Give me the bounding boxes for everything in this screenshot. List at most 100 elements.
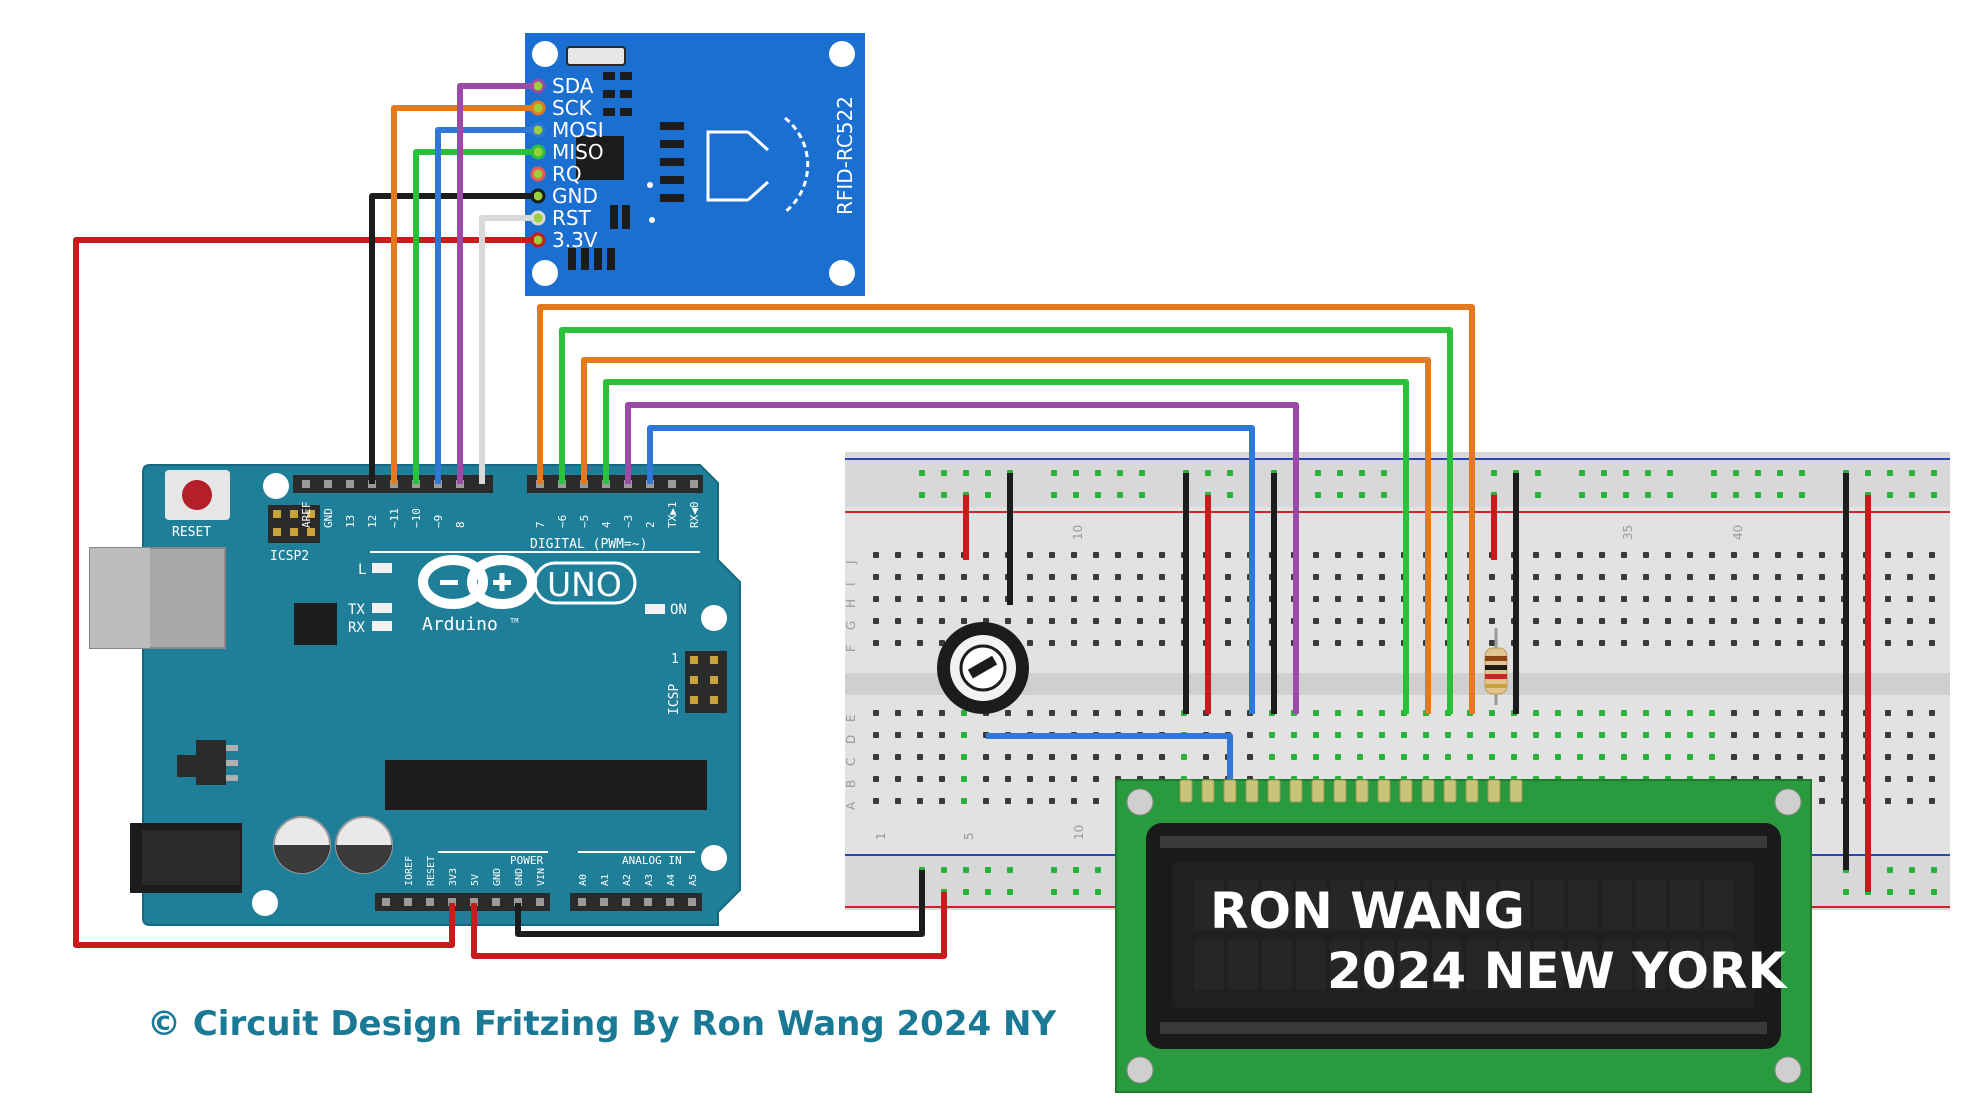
wire-sck [391, 105, 534, 484]
rfid-pin-label: 3.3V [552, 228, 598, 252]
power-pin[interactable] [470, 898, 478, 906]
power-pin-label: 3V3 [448, 868, 459, 886]
digital-pin-label: ~9 [432, 515, 445, 528]
power-pin-label: 5V [470, 874, 481, 886]
lcd-pin[interactable] [1311, 779, 1325, 803]
power-pin[interactable] [426, 898, 434, 906]
analog-pin[interactable] [622, 898, 630, 906]
digital-pin[interactable] [690, 480, 698, 488]
crystal [566, 46, 626, 66]
power-pin[interactable] [492, 898, 500, 906]
digital-pin[interactable] [324, 480, 332, 488]
digital-header-right [527, 475, 703, 493]
lcd-pin[interactable] [1333, 779, 1347, 803]
power-label: POWER [510, 854, 543, 867]
credit-caption: © Circuit Design Fritzing By Ron Wang 20… [147, 1004, 1056, 1044]
lcd-pin[interactable] [1465, 779, 1479, 803]
rfid-pin-label: RST [552, 206, 592, 230]
analog-pin[interactable] [688, 898, 696, 906]
digital-pin[interactable] [346, 480, 354, 488]
row-letter: D [844, 735, 858, 744]
voltage-regulator [196, 740, 226, 785]
rfid-pin-label: SCK [552, 96, 593, 120]
wire-d3 [625, 402, 1299, 714]
analog-label: ANALOG IN [622, 854, 682, 867]
lcd-pin[interactable] [1179, 779, 1193, 803]
wire-contrast [986, 733, 1233, 800]
uno-label: UNO [547, 565, 622, 604]
lcd-pin[interactable] [1487, 779, 1501, 803]
rfid-pin-label: SDA [552, 74, 594, 98]
column-number: 5 [962, 832, 976, 840]
lcd-pin[interactable] [1245, 779, 1259, 803]
wire-rst [479, 215, 534, 484]
lcd-pin[interactable] [1201, 779, 1215, 803]
lcd-line1: RON WANG [1210, 882, 1525, 940]
arduino-logo: Arduino TM [418, 555, 537, 635]
digital-pin-label: ~6 [556, 515, 569, 528]
power-pin-label: VIN [536, 868, 547, 886]
wire-d5 [581, 357, 1431, 714]
analog-pin[interactable] [644, 898, 652, 906]
arduino-wordmark: Arduino [422, 614, 498, 635]
digital-pin[interactable] [668, 480, 676, 488]
digital-header-label: DIGITAL (PWM=~) [530, 537, 647, 552]
digital-pin-label: ~3 [622, 515, 635, 528]
analog-pin[interactable] [578, 898, 586, 906]
row-letter: C [844, 758, 858, 766]
column-number: 10 [1071, 525, 1085, 540]
column-numbers: 10 35 40 1 5 10 [874, 525, 1745, 840]
column-number: 1 [874, 832, 888, 840]
lcd-pin[interactable] [1289, 779, 1303, 803]
led-on [645, 604, 665, 614]
lcd-pin[interactable] [1355, 779, 1369, 803]
wire-d2 [647, 425, 1255, 714]
row-letter: F [844, 645, 858, 652]
analog-pin-label: A2 [622, 874, 633, 886]
lcd-pin[interactable] [1223, 779, 1237, 803]
column-number: 35 [1621, 525, 1635, 540]
digital-pin[interactable] [302, 480, 310, 488]
icsp-label: ICSP [667, 684, 682, 715]
capacitor [273, 816, 331, 874]
rx-label: RX [348, 620, 365, 636]
power-pin-label: RESET [426, 856, 437, 886]
power-pin[interactable] [382, 898, 390, 906]
lcd-pin[interactable] [1267, 779, 1281, 803]
row-letter: E [844, 714, 858, 722]
digital-pin-label: 8 [454, 521, 467, 528]
wire-miso [413, 149, 534, 484]
rfid-pin-label: GND [552, 184, 598, 208]
digital-pin-label: 12 [366, 515, 379, 528]
power-pin[interactable] [514, 898, 522, 906]
lcd-pin[interactable] [1421, 779, 1435, 803]
wire-mosi [435, 127, 534, 484]
rfid-pin-label: MISO [552, 140, 604, 164]
power-pin[interactable] [536, 898, 544, 906]
rfid-chip [576, 136, 624, 180]
row-letter: B [844, 780, 858, 788]
lcd-pin[interactable] [1399, 779, 1413, 803]
digital-pin-label: GND [322, 508, 335, 528]
power-pin[interactable] [404, 898, 412, 906]
power-pin[interactable] [448, 898, 456, 906]
led-l [372, 563, 392, 573]
analog-pin[interactable] [666, 898, 674, 906]
rfid-pin-label: MOSI [552, 118, 604, 142]
lcd-pin[interactable] [1377, 779, 1391, 803]
lcd-pin[interactable] [1443, 779, 1457, 803]
led-tx [372, 603, 392, 613]
digital-pin-label: ~11 [388, 508, 401, 528]
analog-pin[interactable] [600, 898, 608, 906]
digital-pin-label: 13 [344, 515, 357, 528]
row-letter: A [844, 801, 858, 810]
rfid-pin-label: RQ [552, 162, 582, 186]
digital-pin-label: 4 [600, 521, 613, 528]
analog-header [570, 893, 702, 911]
lcd-pin[interactable] [1509, 779, 1523, 803]
column-number: 10 [1072, 825, 1086, 840]
rfid-pin[interactable] [530, 166, 546, 182]
row-letter: H [844, 599, 858, 608]
